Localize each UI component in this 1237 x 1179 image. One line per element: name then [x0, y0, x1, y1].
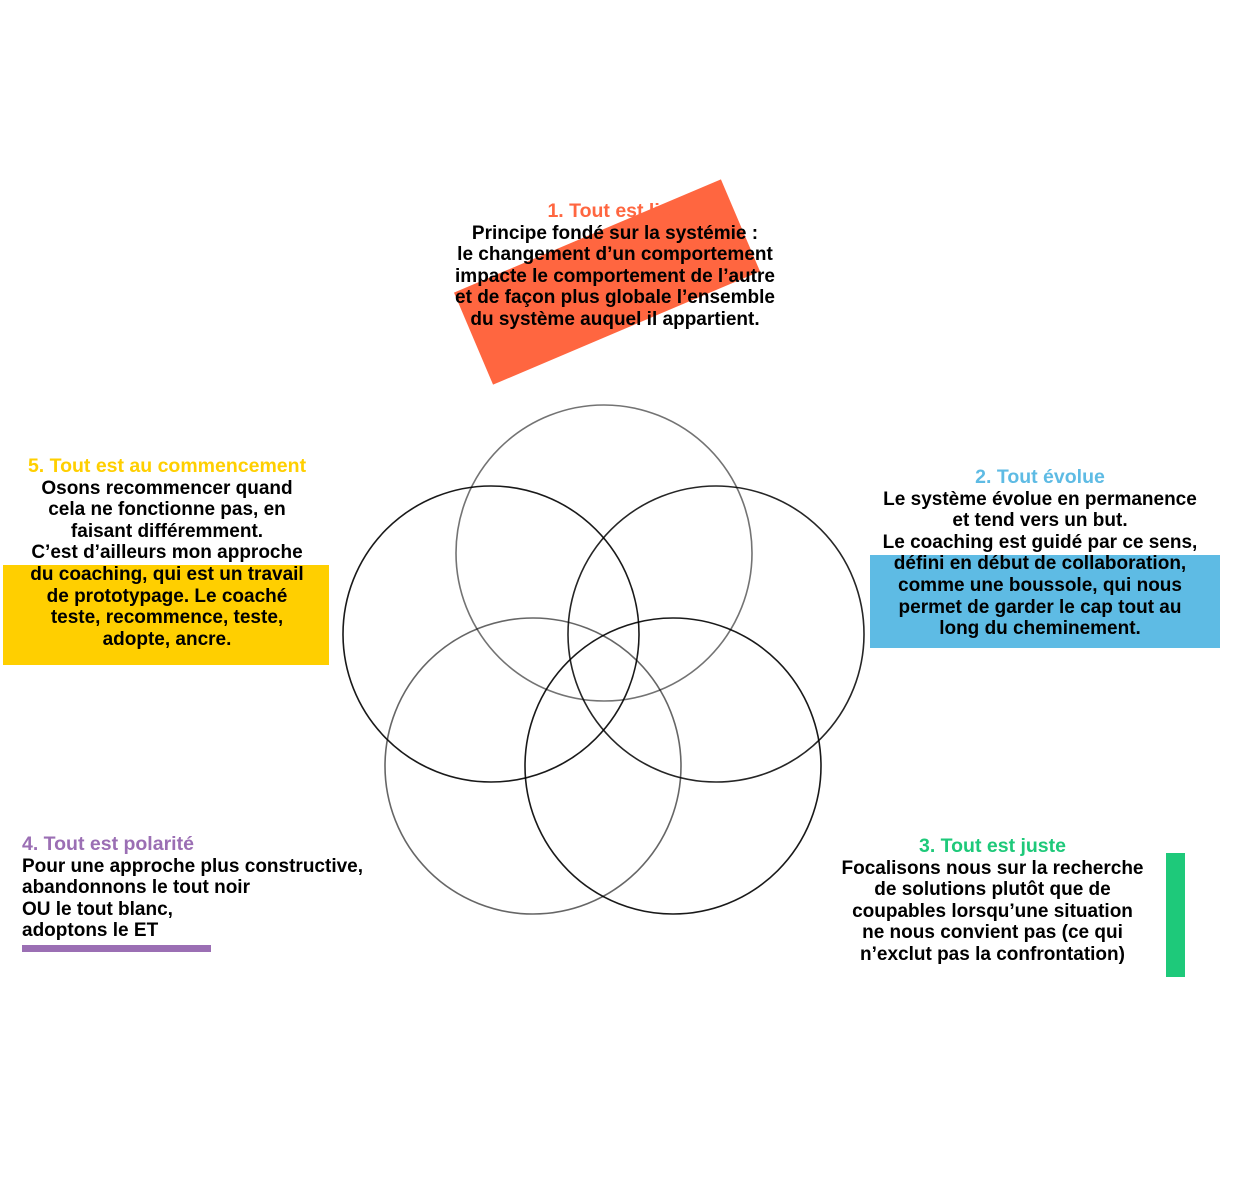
principle-4-line: abandonnons le tout noir [22, 877, 250, 899]
principle-5-line: du coaching, qui est un travail [30, 563, 304, 585]
principle-1-line: et de façon plus globale l’ensemble [455, 287, 775, 309]
circle-bottom-right [524, 617, 822, 915]
principle-4-underline [22, 945, 211, 952]
principle-2-highlight [870, 555, 1220, 648]
principle-2-line: permet de garder le cap tout au [898, 596, 1182, 618]
circle-right [567, 485, 865, 783]
principle-3-highlight [1166, 853, 1185, 977]
principle-4-title: 4. Tout est polarité [22, 833, 194, 855]
principle-2-line: et tend vers un but. [952, 510, 1128, 532]
principle-1-line: Principe fondé sur la systémie : [471, 222, 759, 244]
principle-2: 2. Tout évolue Le système évolue en perm… [850, 466, 1230, 640]
principle-4-line: adoptons le ET [22, 920, 159, 942]
principle-5-line: teste, recommence, teste, [50, 607, 284, 629]
principle-4-line: OU le tout blanc, [22, 898, 173, 920]
circle-left [342, 485, 640, 783]
principle-1: 1. Tout est lien Principe fondé sur la s… [410, 200, 820, 331]
circle-top [455, 404, 753, 702]
principle-5-line: adopte, ancre. [102, 628, 232, 650]
principle-5-line: de prototypage. Le coaché [46, 585, 288, 607]
principle-2-line: long du cheminement. [939, 618, 1141, 640]
principle-4: 4. Tout est polarité Pour une approche p… [22, 833, 422, 942]
principle-5: 5. Tout est au commencement Osons recomm… [0, 455, 334, 650]
principle-5-line: faisant différemment. [70, 520, 264, 542]
principle-5-line: C’est d’ailleurs mon approche [31, 542, 303, 564]
principle-3-line: ne nous convient pas (ce qui [862, 922, 1123, 944]
principle-1-line: le changement d’un comportement [457, 244, 773, 266]
principle-3-line: de solutions plutôt que de [874, 879, 1111, 901]
principle-1-title: 1. Tout est lien [547, 200, 683, 222]
principle-5-highlight [3, 565, 329, 665]
principle-1-line: du système auquel il appartient. [470, 308, 760, 330]
principle-1-line: impacte le comportement de l’autre [455, 265, 775, 287]
principle-3-line: Focalisons nous sur la recherche [841, 857, 1144, 879]
principle-2-line: Le système évolue en permanence [883, 488, 1197, 510]
principle-5-line: cela ne fonctionne pas, en [48, 499, 286, 521]
principle-3-title: 3. Tout est juste [919, 835, 1066, 857]
principle-3: 3. Tout est juste Focalisons nous sur la… [815, 835, 1170, 966]
principle-3-line: coupables lorsqu’une situation [852, 900, 1133, 922]
principle-4-line: Pour une approche plus constructive, [22, 855, 364, 877]
principle-2-line: défini en début de collaboration, [893, 553, 1187, 575]
principle-5-line: Osons recommencer quand [41, 477, 293, 499]
principle-5-title: 5. Tout est au commencement [27, 455, 307, 477]
principle-3-line: n’exclut pas la confrontation) [860, 943, 1125, 965]
principle-2-line: comme une boussole, qui nous [898, 574, 1182, 596]
circle-bottom-left [384, 617, 682, 915]
principle-2-line: Le coaching est guidé par ce sens, [882, 531, 1198, 553]
principle-2-title: 2. Tout évolue [975, 466, 1105, 488]
